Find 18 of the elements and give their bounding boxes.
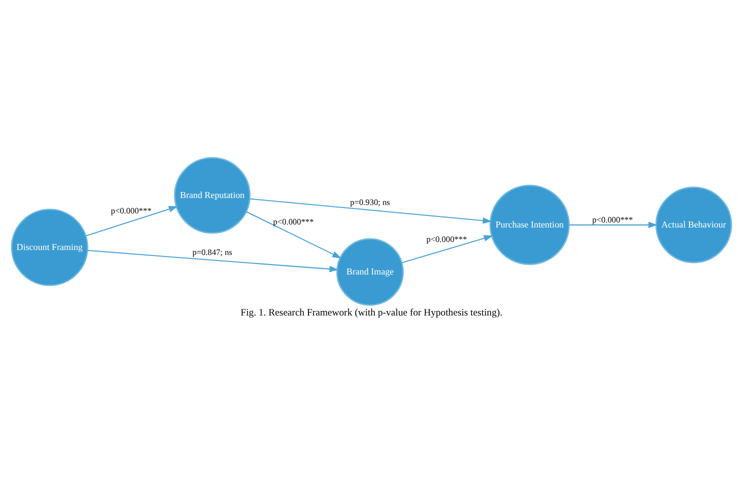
node-circle: Brand Image — [336, 238, 404, 306]
node-circle: Brand Reputation — [174, 157, 251, 234]
edge-label: p<0.000*** — [592, 214, 633, 225]
node-circle: Purchase Intention — [489, 184, 570, 266]
edge-label: p=0.930; ns — [350, 196, 390, 207]
arrow — [86, 206, 178, 236]
arrow — [88, 250, 339, 272]
arrow — [250, 198, 492, 224]
arrow — [246, 211, 342, 258]
edge-label: p<0.000*** — [110, 205, 152, 216]
edge-label: p<0.000*** — [426, 234, 467, 244]
edge-label: p=0.847; ns — [192, 246, 232, 257]
edge-label: p<0.000*** — [273, 216, 314, 227]
caption: Fig. 1. Research Framework (with p-value for Hypothesis testing). — [240, 308, 502, 319]
arrow — [402, 235, 494, 264]
node-circle: Discount Framing — [10, 208, 88, 286]
node-circle: Actual Behaviour — [655, 186, 732, 264]
arrow — [569, 222, 658, 228]
